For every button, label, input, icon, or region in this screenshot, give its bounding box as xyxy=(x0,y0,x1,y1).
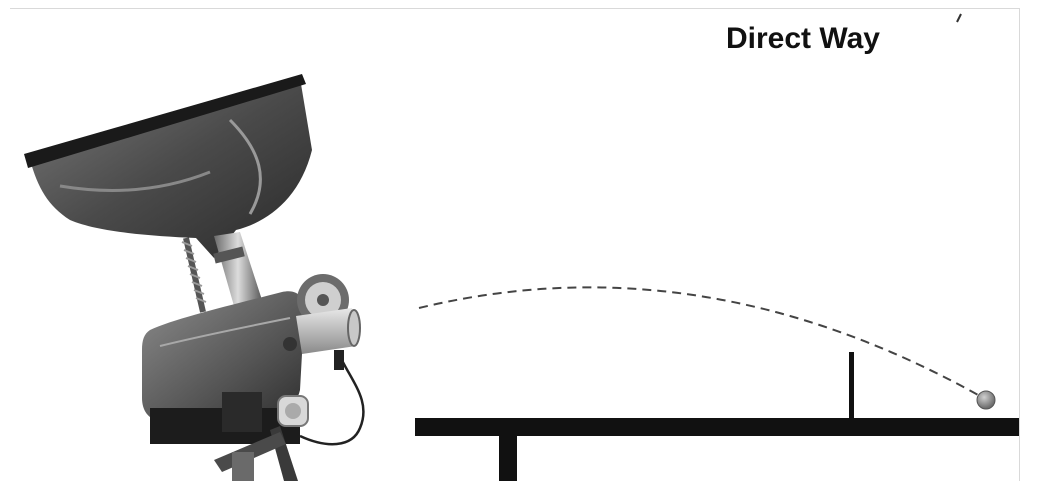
feed-tube xyxy=(213,232,262,306)
power-cable xyxy=(300,352,363,444)
net xyxy=(849,352,854,418)
ball-hopper xyxy=(24,74,312,258)
table-tennis-robot xyxy=(24,74,363,481)
ball-trajectory xyxy=(419,287,980,396)
control-knob xyxy=(278,396,308,426)
spring-rod xyxy=(182,238,206,312)
cable-plug xyxy=(334,350,344,370)
ball xyxy=(977,391,995,409)
table-leg xyxy=(499,436,517,481)
table-tennis-table xyxy=(415,418,1019,436)
stray-mark xyxy=(957,14,961,22)
